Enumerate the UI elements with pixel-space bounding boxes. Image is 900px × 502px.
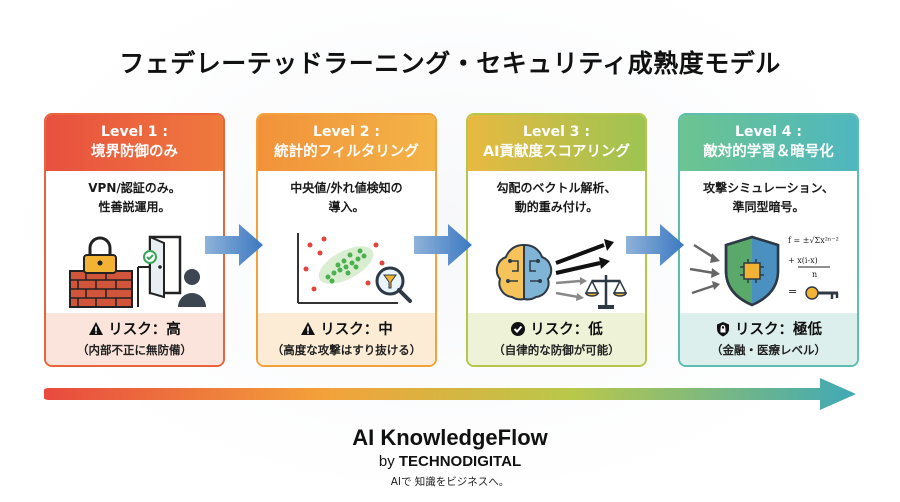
description-line: 導入。 [328, 200, 365, 214]
description-line: 中央値/外れ値検知の [290, 181, 403, 195]
progress-arrow-icon [414, 224, 472, 266]
risk-panel: リスク：低 （自律的な防御が可能） [468, 313, 645, 365]
formula-icon: f = ±√Σx²ⁿ⁻² + x(i-x) n = [788, 236, 839, 298]
company-name: TECHNODIGITAL [398, 453, 522, 470]
scatter-plot-icon [297, 233, 398, 304]
maturity-progress-arrow [44, 378, 856, 410]
description-line: VPN/認証のみ。 [88, 181, 181, 195]
brain-circuit-icon [495, 243, 553, 301]
level-name: 敵対的学習＆暗号化 [703, 144, 834, 160]
risk-note: （金融・医療レベル） [711, 343, 826, 357]
key-icon [805, 286, 839, 300]
level-name: 境界防御のみ [91, 144, 178, 160]
risk-level: リスク：低 [530, 322, 603, 338]
byline-prefix: by [378, 453, 395, 470]
risk-level: リスク：中 [320, 322, 393, 338]
level-description: 攻撃シミュレーション、 準同型暗号。 [680, 179, 857, 221]
risk-note: （自律的な防御が可能） [493, 343, 620, 357]
level-card-header: Level 4 : 敵対的学習＆暗号化 [680, 115, 857, 171]
formula-line: = [788, 285, 797, 298]
vector-arrows-icon [555, 239, 614, 301]
balance-scale-icon [584, 275, 628, 309]
risk-panel: リスク：極低 （金融・医療レベル） [680, 313, 857, 365]
description-line: 勾配のベクトル解析、 [496, 181, 617, 195]
description-line: 準同型暗号。 [732, 200, 805, 214]
page-title: フェデレーテッドラーニング・セキュリティ成熟度モデル [119, 49, 781, 78]
padlock-icon [83, 236, 117, 274]
level-card-3: Level 3 : AI貢献度スコアリング 勾配のベクトル解析、 動的重み付け。 [466, 113, 647, 367]
level-number: Level 2 : [313, 124, 380, 140]
formula-line: + x(i-x) [788, 256, 818, 265]
adversarial-encryption-illustration: f = ±√Σx²ⁿ⁻² + x(i-x) n = [689, 235, 839, 307]
magnifier-icon [375, 266, 412, 303]
warning-icon [89, 321, 104, 335]
brand-byline: by TECHNODIGITAL [0, 453, 900, 470]
progress-arrow-icon [626, 224, 684, 266]
attack-arrows-icon [689, 243, 720, 295]
level-number: Level 4 : [735, 124, 802, 140]
level-description: 中央値/外れ値検知の 導入。 [258, 179, 435, 221]
level-card-header: Level 2 : 統計的フィルタリング [258, 115, 435, 171]
level-card-4: Level 4 : 敵対的学習＆暗号化 攻撃シミュレーション、 準同型暗号。 f… [678, 113, 859, 367]
level-card-2: Level 2 : 統計的フィルタリング 中央値/外れ値検知の 導入。 [256, 113, 437, 367]
description-line: 攻撃シミュレーション、 [703, 181, 834, 195]
brand-name: AI KnowledgeFlow [352, 425, 548, 450]
level-number: Level 1 : [101, 124, 168, 140]
formula-line: n [812, 270, 817, 279]
description-line: 動的重み付け。 [514, 200, 599, 214]
brand-tagline: AIで 知識をビジネスへ。 [390, 476, 510, 488]
progress-arrow-icon [205, 224, 263, 266]
brick-wall-icon [69, 270, 133, 308]
description-line: 性善説運用。 [98, 200, 171, 214]
warning-icon [301, 321, 316, 335]
level-description: VPN/認証のみ。 性善説運用。 [46, 179, 223, 221]
lock-icon [717, 321, 729, 336]
level-name: AI貢献度スコアリング [482, 144, 631, 160]
level-card-header: Level 1 : 境界防御のみ [46, 115, 223, 171]
risk-panel: リスク：高 （内部不正に無防備） [46, 313, 223, 365]
check-circle-icon [511, 321, 526, 336]
risk-panel: リスク：中 （高度な攻撃はすり抜ける） [258, 313, 435, 365]
shield-icon [724, 235, 780, 307]
risk-level: リスク：高 [108, 322, 181, 338]
door-icon [137, 235, 182, 307]
perimeter-defense-illustration [69, 235, 206, 308]
level-name: 統計的フィルタリング [274, 144, 419, 160]
risk-level: リスク：極低 [735, 322, 822, 338]
level-description: 勾配のベクトル解析、 動的重み付け。 [468, 179, 645, 221]
risk-note: （高度な攻撃はすり抜ける） [271, 343, 422, 357]
level-card-1: Level 1 : 境界防御のみ VPN/認証のみ。 性善説運用。 [44, 113, 225, 367]
risk-note: （内部不正に無防備） [77, 343, 192, 357]
ai-scoring-illustration [495, 239, 628, 309]
formula-line: f = ±√Σx²ⁿ⁻² [788, 236, 839, 245]
user-icon [178, 269, 206, 307]
statistical-filter-illustration [297, 233, 412, 304]
level-number: Level 3 : [523, 124, 590, 140]
level-card-header: Level 3 : AI貢献度スコアリング [468, 115, 645, 171]
